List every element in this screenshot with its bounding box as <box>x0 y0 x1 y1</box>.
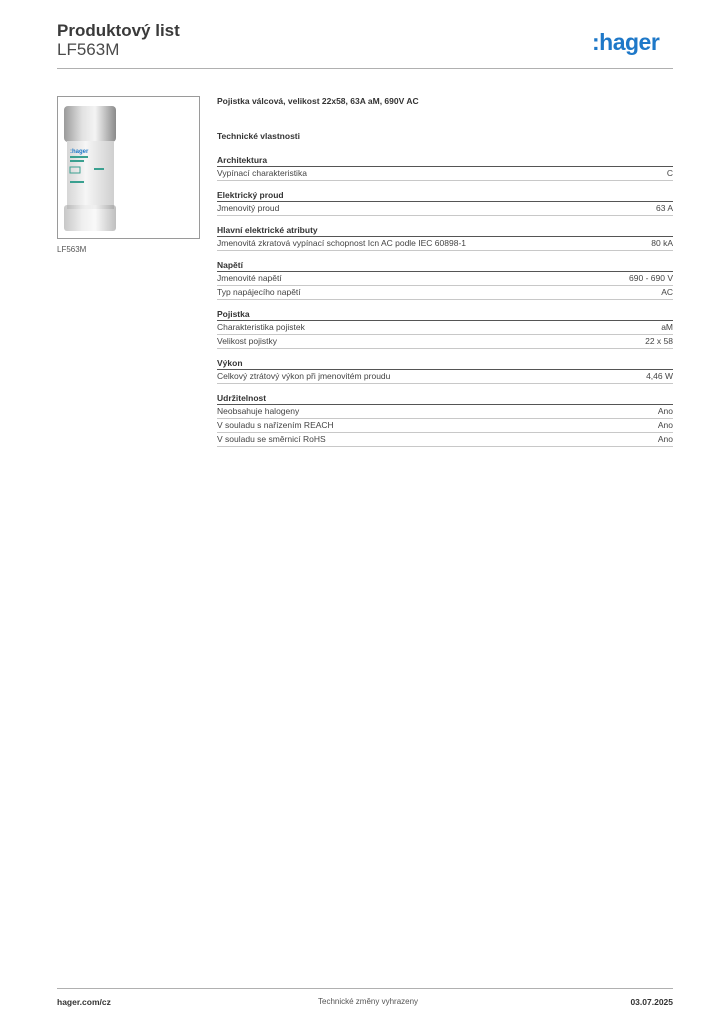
spec-row: Jmenovitá zkratová vypínací schopnost Ic… <box>217 237 673 251</box>
spec-value: 22 x 58 <box>645 336 673 346</box>
spec-label: Typ napájecího napětí <box>217 287 301 297</box>
spec-group-divider <box>217 404 673 405</box>
spec-group-title: Elektrický proud <box>217 190 284 200</box>
spec-value: aM <box>661 322 673 332</box>
spec-group-divider <box>217 271 673 272</box>
spec-label: Velikost pojistky <box>217 336 277 346</box>
fuse-label-line <box>70 181 84 183</box>
spec-row: Velikost pojistky 22 x 58 <box>217 335 673 349</box>
spec-group-title: Napětí <box>217 260 243 270</box>
spec-label: Celkový ztrátový výkon při jmenovitém pr… <box>217 371 391 381</box>
spec-label: V souladu se směrnicí RoHS <box>217 434 326 444</box>
header-divider <box>57 68 673 69</box>
product-description: Pojistka válcová, velikost 22x58, 63A aM… <box>217 96 419 106</box>
spec-label: Jmenovité napětí <box>217 273 282 283</box>
fuse-label-brand: :hager <box>70 149 89 155</box>
spec-value: 63 A <box>655 203 673 213</box>
spec-label: Vypínací charakteristika <box>217 168 307 178</box>
spec-value: 4,46 W <box>646 371 673 381</box>
technical-section-title: Technické vlastnosti <box>217 131 300 141</box>
spec-group-title: Architektura <box>217 155 268 165</box>
spec-value: Ano <box>657 434 673 444</box>
spec-label: Jmenovitý proud <box>217 203 280 213</box>
fuse-bottom-cap <box>64 205 116 231</box>
spec-group-divider <box>217 166 673 167</box>
spec-group-divider <box>217 201 673 202</box>
product-code: LF563M <box>57 40 120 59</box>
spec-label: Charakteristika pojistek <box>217 322 305 332</box>
footer-website: hager.com/cz <box>57 997 111 1007</box>
fuse-label-line <box>70 156 88 158</box>
spec-value: AC <box>661 287 673 297</box>
spec-value: C <box>666 168 673 178</box>
image-caption: LF563M <box>57 245 87 254</box>
spec-row: Vypínací charakteristika C <box>217 167 673 181</box>
spec-row: Jmenovité napětí 690 - 690 V <box>217 272 673 286</box>
footer-notice: Technické změny vyhrazeny <box>318 997 419 1006</box>
spec-row: Neobsahuje halogeny Ano <box>217 405 673 419</box>
spec-group-divider <box>217 320 673 321</box>
spec-row: Jmenovitý proud 63 A <box>217 202 673 216</box>
page-title: Produktový list <box>57 21 180 40</box>
spec-row: V souladu se směrnicí RoHS Ano <box>217 433 673 447</box>
spec-value: Ano <box>657 420 673 430</box>
fuse-label-line <box>70 160 84 162</box>
spec-group-title: Výkon <box>217 358 243 368</box>
spec-row: Charakteristika pojistek aM <box>217 321 673 335</box>
spec-value: Ano <box>657 406 673 416</box>
product-image: :hager <box>57 96 200 239</box>
fuse-label-line <box>94 168 104 170</box>
spec-group-title: Hlavní elektrické atributy <box>217 225 318 235</box>
footer-divider <box>57 988 673 989</box>
spec-group-title: Udržitelnost <box>217 393 267 403</box>
fuse-top-cap <box>64 106 116 142</box>
hager-logo: :hager <box>592 29 660 55</box>
footer-date: 03.07.2025 <box>630 997 673 1007</box>
fuse-illustration: :hager <box>64 106 116 231</box>
spec-group-divider <box>217 369 673 370</box>
spec-row: Celkový ztrátový výkon při jmenovitém pr… <box>217 370 673 384</box>
spec-label: Neobsahuje halogeny <box>217 406 300 416</box>
spec-group-title: Pojistka <box>217 309 250 319</box>
spec-row: Typ napájecího napětí AC <box>217 286 673 300</box>
spec-value: 690 - 690 V <box>629 273 673 283</box>
spec-row: V souladu s nařízením REACH Ano <box>217 419 673 433</box>
logo-text: :hager <box>592 29 660 55</box>
spec-group-divider <box>217 236 673 237</box>
spec-label: V souladu s nařízením REACH <box>217 420 334 430</box>
fuse-body <box>67 141 114 209</box>
spec-label: Jmenovitá zkratová vypínací schopnost Ic… <box>217 238 466 248</box>
spec-value: 80 kA <box>651 238 673 248</box>
fuse-label-box <box>69 166 81 174</box>
